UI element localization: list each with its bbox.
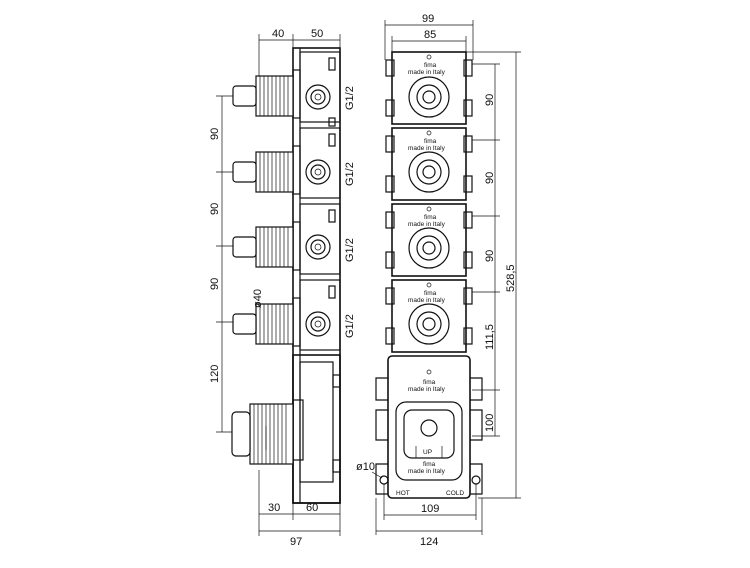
side-bottom-dim-1: 30	[268, 502, 280, 514]
front-hole-label: ø10	[356, 461, 375, 473]
front-rdim-4: 111,5	[484, 324, 496, 350]
front-top-dim-1: 99	[422, 13, 434, 25]
front-module-1: fima made in Italy	[385, 51, 473, 125]
front-module-2: fima made in Italy	[385, 127, 473, 201]
front-bottom-dim-1: 109	[421, 503, 439, 515]
module-origin-1: made in Italy	[408, 69, 446, 76]
side-module-3	[232, 203, 341, 275]
module-origin-3: made in Italy	[408, 221, 446, 228]
side-top-dim-2: 50	[311, 28, 323, 40]
side-port-label-4: G1/2	[344, 314, 356, 338]
up-label: UP	[423, 449, 432, 456]
side-top-dim-1: 40	[272, 28, 284, 40]
base-origin-lower: made in Italy	[408, 468, 446, 475]
side-diameter-label: ø40	[252, 289, 264, 308]
front-rdim-1: 90	[484, 94, 496, 106]
module-brand-4: fima	[424, 290, 437, 297]
front-view: 99 85 fima made in Italy fima	[356, 13, 521, 548]
side-valve-body	[231, 354, 341, 504]
side-module-2	[232, 127, 341, 199]
side-port-label-2: G1/2	[344, 162, 356, 186]
side-vdim-1: 90	[209, 128, 221, 140]
front-rdim-2: 90	[484, 172, 496, 184]
cold-label: COLD	[446, 490, 464, 497]
front-overall-height: 528,5	[505, 264, 517, 292]
front-rdim-3: 90	[484, 250, 496, 262]
side-port-label-1: G1/2	[344, 86, 356, 110]
module-origin-2: made in Italy	[408, 145, 446, 152]
side-port-label-3: G1/2	[344, 238, 356, 262]
front-top-dim-2: 85	[424, 29, 436, 41]
side-view: 40 50 90 90 90 120	[209, 28, 356, 548]
base-brand-lower: fima	[423, 461, 436, 468]
side-module-4	[232, 279, 341, 351]
side-bottom-dim-2: 60	[306, 502, 318, 514]
module-brand-1: fima	[424, 62, 437, 69]
side-vdim-4: 120	[209, 365, 221, 383]
side-module-1	[232, 51, 341, 127]
hot-label: HOT	[396, 490, 410, 497]
side-overall-width: 97	[290, 536, 302, 548]
front-module-3: fima made in Italy	[385, 203, 473, 277]
side-vdim-3: 90	[209, 278, 221, 290]
module-brand-2: fima	[424, 138, 437, 145]
front-base-body: fima made in Italy UP fima made in Italy…	[375, 355, 483, 499]
base-brand: fima	[423, 379, 436, 386]
front-bottom-dim-2: 124	[420, 536, 438, 548]
base-origin: made in Italy	[408, 386, 446, 393]
module-origin-4: made in Italy	[408, 297, 446, 304]
front-rdim-5: 100	[484, 414, 496, 432]
side-vdim-2: 90	[209, 203, 221, 215]
front-module-4: fima made in Italy	[385, 279, 473, 353]
module-brand-3: fima	[424, 214, 437, 221]
